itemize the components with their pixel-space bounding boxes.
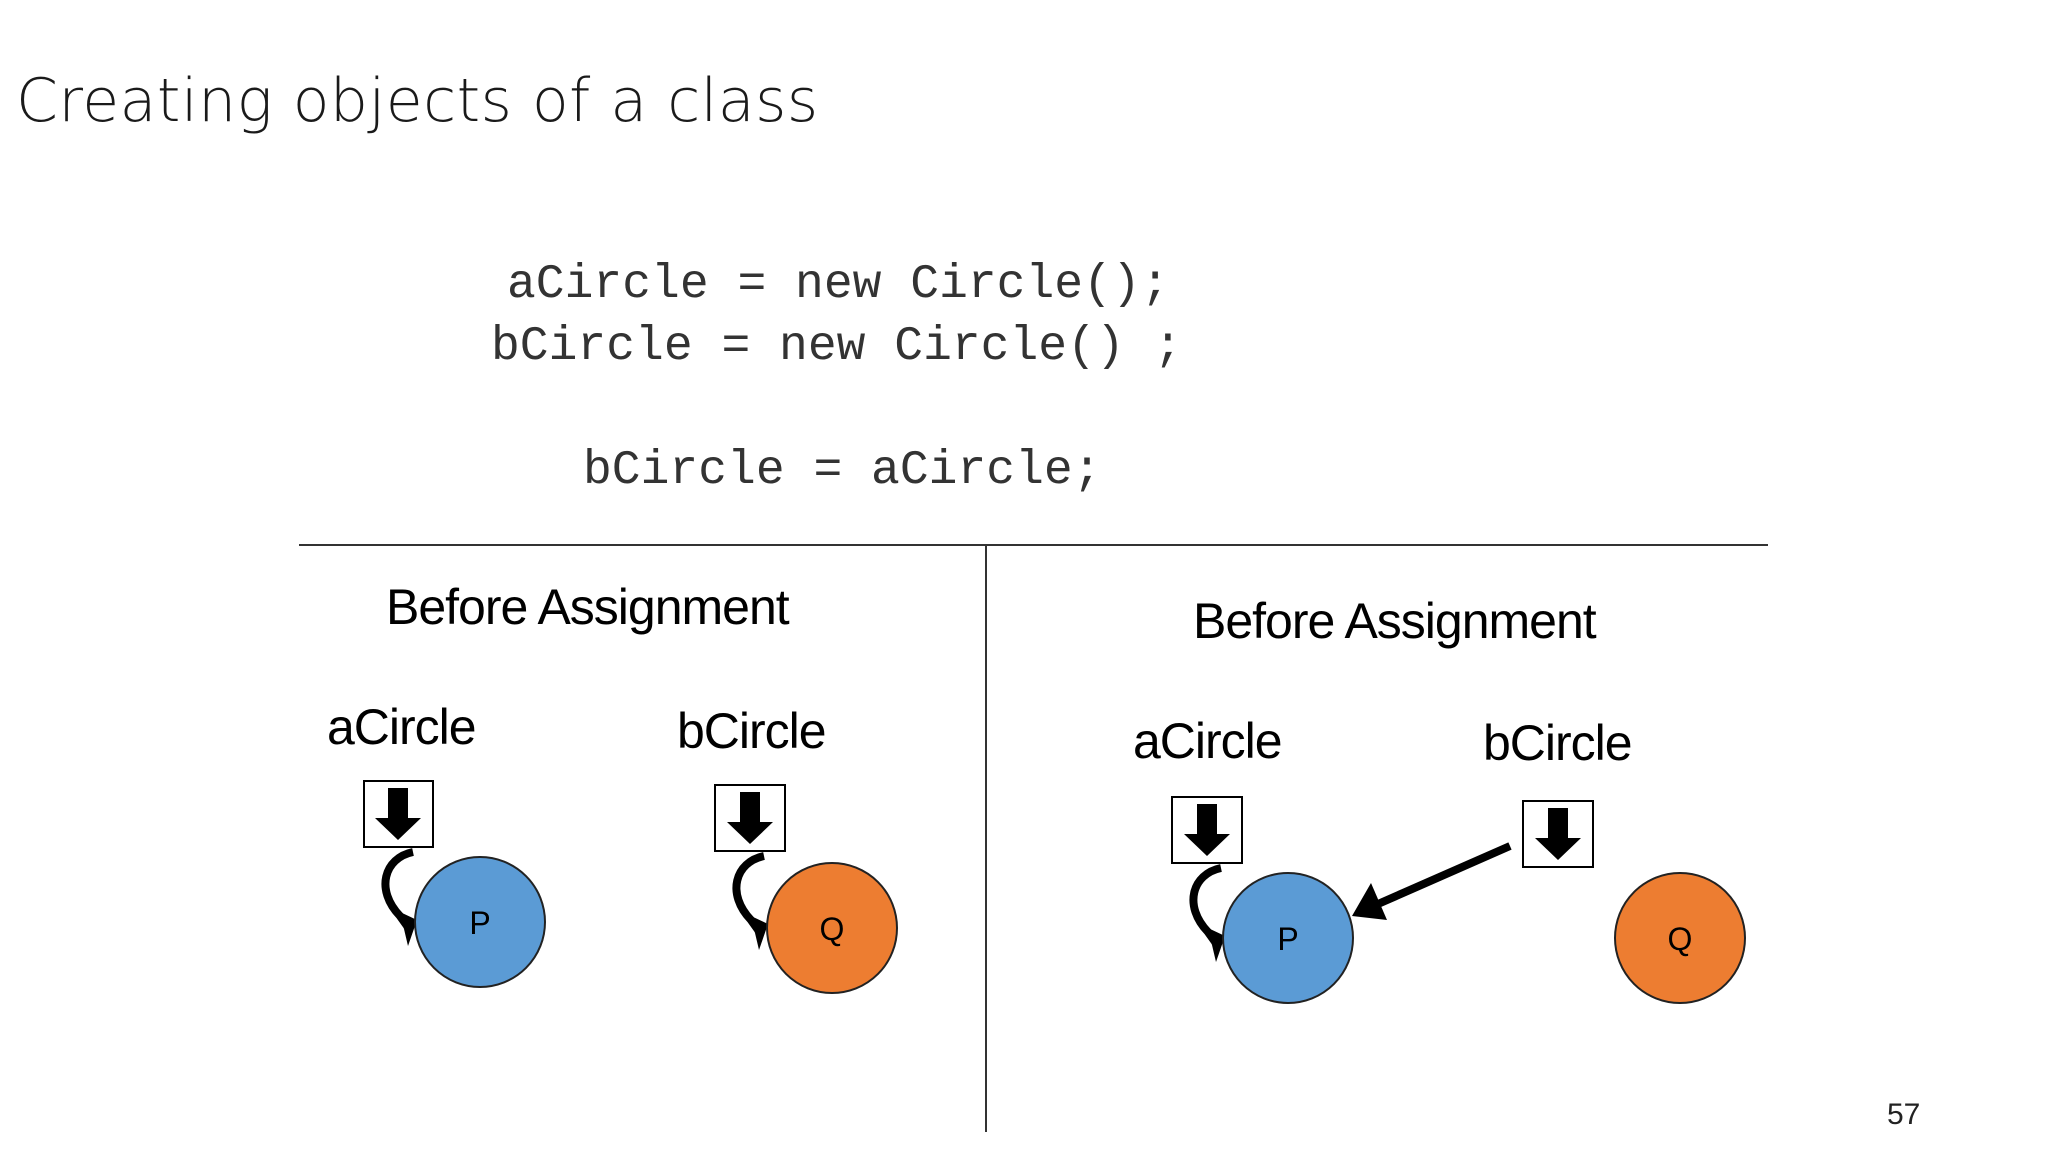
down-arrow-icon [375,788,421,840]
right-panel-heading: Before Assignment [1193,593,1597,649]
object-p-circle [1222,872,1354,1004]
object-q-label: Q [820,911,845,947]
left-var-b-label: bCircle [677,703,827,759]
right-object-q: Q [1614,872,1746,1004]
left-curved-arrowhead-b [751,916,768,950]
reassigned-pointer-arrowhead [1352,883,1387,920]
right-var-b-label: bCircle [1483,715,1633,771]
left-object-q: Q [766,862,898,994]
right-curved-arrow-a [1189,864,1223,949]
left-ref-box-a [363,780,434,848]
right-curved-arrowhead-a [1208,928,1225,962]
right-ref-box-a [1171,796,1243,864]
object-q-circle [1614,872,1746,1004]
left-curved-arrow-a [381,848,415,933]
horizontal-divider [299,544,1768,546]
right-ref-box-b [1522,800,1594,868]
code-line-1: aCircle = new Circle(); [507,258,1170,312]
right-var-a-label: aCircle [1133,713,1283,769]
left-ref-box-b [714,784,786,852]
left-curved-arrowhead-a [400,912,417,946]
left-object-p: P [414,856,546,988]
object-p-label: P [1277,921,1298,957]
object-q-circle [766,862,898,994]
vertical-divider [985,545,987,1132]
left-var-a-label: aCircle [327,699,477,755]
slide-title: Creating objects of a class [16,66,819,136]
reassigned-pointer-arrow [1376,842,1512,908]
object-p-circle [414,856,546,988]
down-arrow-icon [1184,804,1230,856]
code-line-2: bCircle = new Circle() ; [491,320,1183,374]
right-object-p: P [1222,872,1354,1004]
object-q-label: Q [1668,921,1693,957]
left-curved-arrow-b [732,852,766,937]
code-line-3: bCircle = aCircle; [583,444,1102,498]
page-number: 57 [1887,1098,1921,1131]
down-arrow-icon [727,792,773,844]
left-panel-heading: Before Assignment [386,579,790,635]
down-arrow-icon [1535,808,1581,860]
object-p-label: P [469,905,490,941]
